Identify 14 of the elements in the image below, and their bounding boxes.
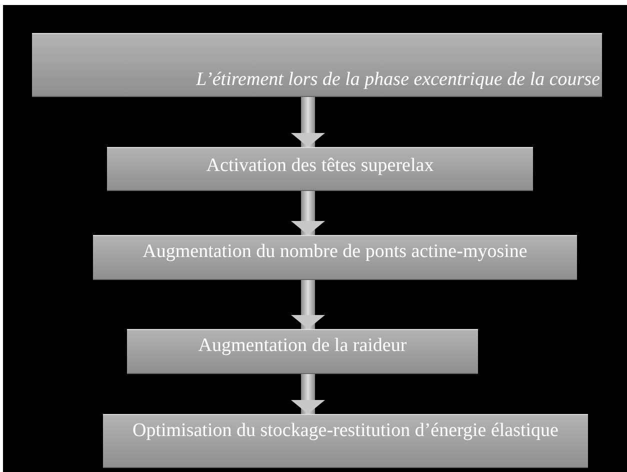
step-text: L’étirement lors de la phase excentrique de la course xyxy=(196,69,600,91)
process-box xyxy=(93,235,577,280)
process-box xyxy=(107,147,533,191)
process-box xyxy=(32,33,602,97)
down-arrow xyxy=(291,374,325,414)
process-box xyxy=(103,414,588,468)
down-arrow xyxy=(291,97,325,147)
down-arrow xyxy=(291,280,325,329)
step-text: Optimisation du stockage-restitution d’énergie élastique xyxy=(132,420,558,442)
down-arrow xyxy=(291,191,325,235)
process-box xyxy=(127,329,478,374)
step-text: Augmentation du nombre de ponts actine-myosine xyxy=(142,241,528,263)
step-text: Activation des têtes superelax xyxy=(206,155,434,177)
step-text: Augmentation de la raideur xyxy=(198,335,407,357)
